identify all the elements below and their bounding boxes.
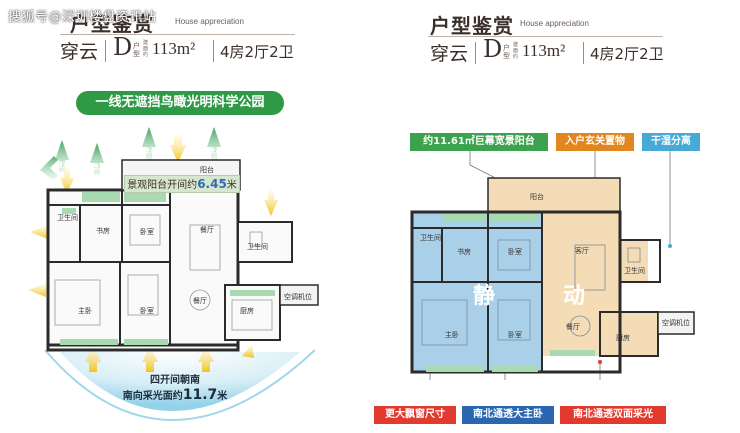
watermark: 搜狐号@深圳楼盘资讯站 [8, 10, 157, 25]
left-south-line2-pre: 南向采光面约 [122, 391, 183, 402]
left-room-study: 书房 [96, 227, 110, 235]
left-windows [60, 192, 275, 345]
right-header-subtitle: House appreciation [520, 19, 589, 28]
left-room-balcony: 阳台 [200, 166, 214, 174]
left-room-kitchen: 厨房 [240, 307, 254, 315]
right-panel: 户型鉴赏 House appreciation 穿云 D 户型 建面约 113m… [370, 0, 740, 433]
left-room-living: 餐厅 [193, 297, 207, 305]
left-south-arc [60, 352, 300, 411]
right-area-tag: 建面约 [513, 42, 519, 60]
right-tag-bay: 更大飘窗尺寸 [374, 406, 456, 424]
right-windows [426, 214, 595, 372]
left-view-arrows-top [40, 127, 221, 180]
right-zone-active-label: 动 [563, 284, 586, 309]
left-header-subtitle: House appreciation [175, 17, 244, 26]
left-walls [46, 159, 319, 352]
left-furniture [54, 214, 273, 331]
right-unit-rooms: 4房2厅2卫 [590, 45, 664, 63]
right-unit-letter: D [483, 35, 503, 63]
left-unit-sep2 [213, 40, 214, 62]
left-south-caption: 四开间朝南 南向采光面约11.7米 [105, 374, 245, 404]
right-room-living: 客厅 [575, 247, 589, 255]
left-unit-sep1 [105, 40, 106, 62]
left-balcony-caption-pre: 景观阳台开间约 [127, 180, 198, 191]
right-room-bed2: 卧室 [508, 331, 522, 339]
right-tag-entry: 入户玄关置物 [556, 133, 634, 151]
left-unit-rooms: 4房2厅2卫 [220, 43, 294, 61]
right-floorplan [410, 151, 695, 380]
left-arrow-label-2: 景观 [92, 163, 106, 171]
right-tag-living: 南北通透双面采光 [560, 406, 666, 424]
right-header-title: 户型鉴赏 [430, 14, 514, 38]
right-unit-area: 113m² [522, 41, 566, 60]
left-room-dining: 餐厅 [200, 226, 214, 234]
left-arrow-label-1: 景观 [56, 161, 70, 169]
left-room-bath1: 卫生间 [57, 214, 78, 222]
right-unit-sep2 [583, 42, 584, 64]
left-south-line2-unit: 米 [217, 391, 228, 402]
left-header-line [60, 34, 295, 35]
right-tag-master: 南北通透大主卧 [462, 406, 554, 424]
right-room-bath2: 卫生间 [624, 267, 645, 275]
right-room-balcony: 阳台 [530, 193, 544, 201]
right-tag-dry: 干湿分离 [642, 133, 700, 151]
left-arrow-label-3: 景观 [143, 147, 157, 155]
right-room-ac: 空调机位 [662, 319, 690, 327]
left-unit-area: 113m² [152, 39, 196, 58]
left-south-line1: 四开间朝南 [150, 375, 200, 386]
right-unit-tag: 户型 [503, 44, 510, 60]
right-zone-balcony [488, 178, 620, 212]
left-panel: 户型鉴赏 House appreciation 穿云 D 户型 建面约 113m… [28, 12, 319, 421]
right-unit-sep1 [475, 42, 476, 64]
left-header-title: 户型鉴赏 [70, 12, 154, 36]
right-zone-bath2 [620, 240, 648, 282]
right-room-kitchen: 厨房 [616, 334, 630, 342]
left-room-ac: 空调机位 [284, 293, 312, 301]
left-unit-tag: 户型 [133, 42, 140, 58]
left-park-banner: 一线无遮挡鸟瞰光明科学公园 [76, 91, 284, 115]
left-room-bed1: 卧室 [140, 228, 154, 236]
right-room-dining: 餐厅 [566, 323, 580, 331]
right-room-bed1: 卧室 [508, 248, 522, 256]
right-room-bath1: 卫生间 [420, 234, 441, 242]
left-south-arc-outer [44, 349, 316, 421]
left-floorplan [28, 127, 319, 421]
left-room-master: 主卧 [78, 307, 92, 315]
right-header-line [428, 36, 663, 37]
right-zone-quiet-label: 静 [473, 284, 496, 309]
left-south-line2-num: 11.7 [182, 387, 218, 403]
right-zone-kitchen [600, 312, 658, 356]
left-room-bed2: 卧室 [140, 307, 154, 315]
left-light-arrows [28, 135, 278, 372]
right-furniture [421, 239, 641, 346]
right-tag-balcony: 约11.61㎡巨幕宽景阳台 [410, 133, 548, 151]
left-room-bath2: 卫生间 [247, 243, 268, 251]
left-balcony-caption-num: 6.45 [197, 177, 227, 191]
left-unit-name: 穿云 [60, 41, 99, 63]
right-room-master: 主卧 [445, 331, 459, 339]
left-unit-letter: D [113, 33, 133, 61]
left-arrow-label-4: 景观 [208, 147, 222, 155]
left-area-tag: 建面约 [143, 40, 149, 58]
right-room-study: 书房 [457, 248, 471, 256]
left-balcony-caption-unit: 米 [226, 180, 237, 191]
left-south-line2: 南向采光面约11.7米 [105, 388, 245, 404]
left-balcony-caption: 景观阳台开间约6.45米 [124, 175, 240, 193]
right-unit-name: 穿云 [430, 43, 469, 65]
